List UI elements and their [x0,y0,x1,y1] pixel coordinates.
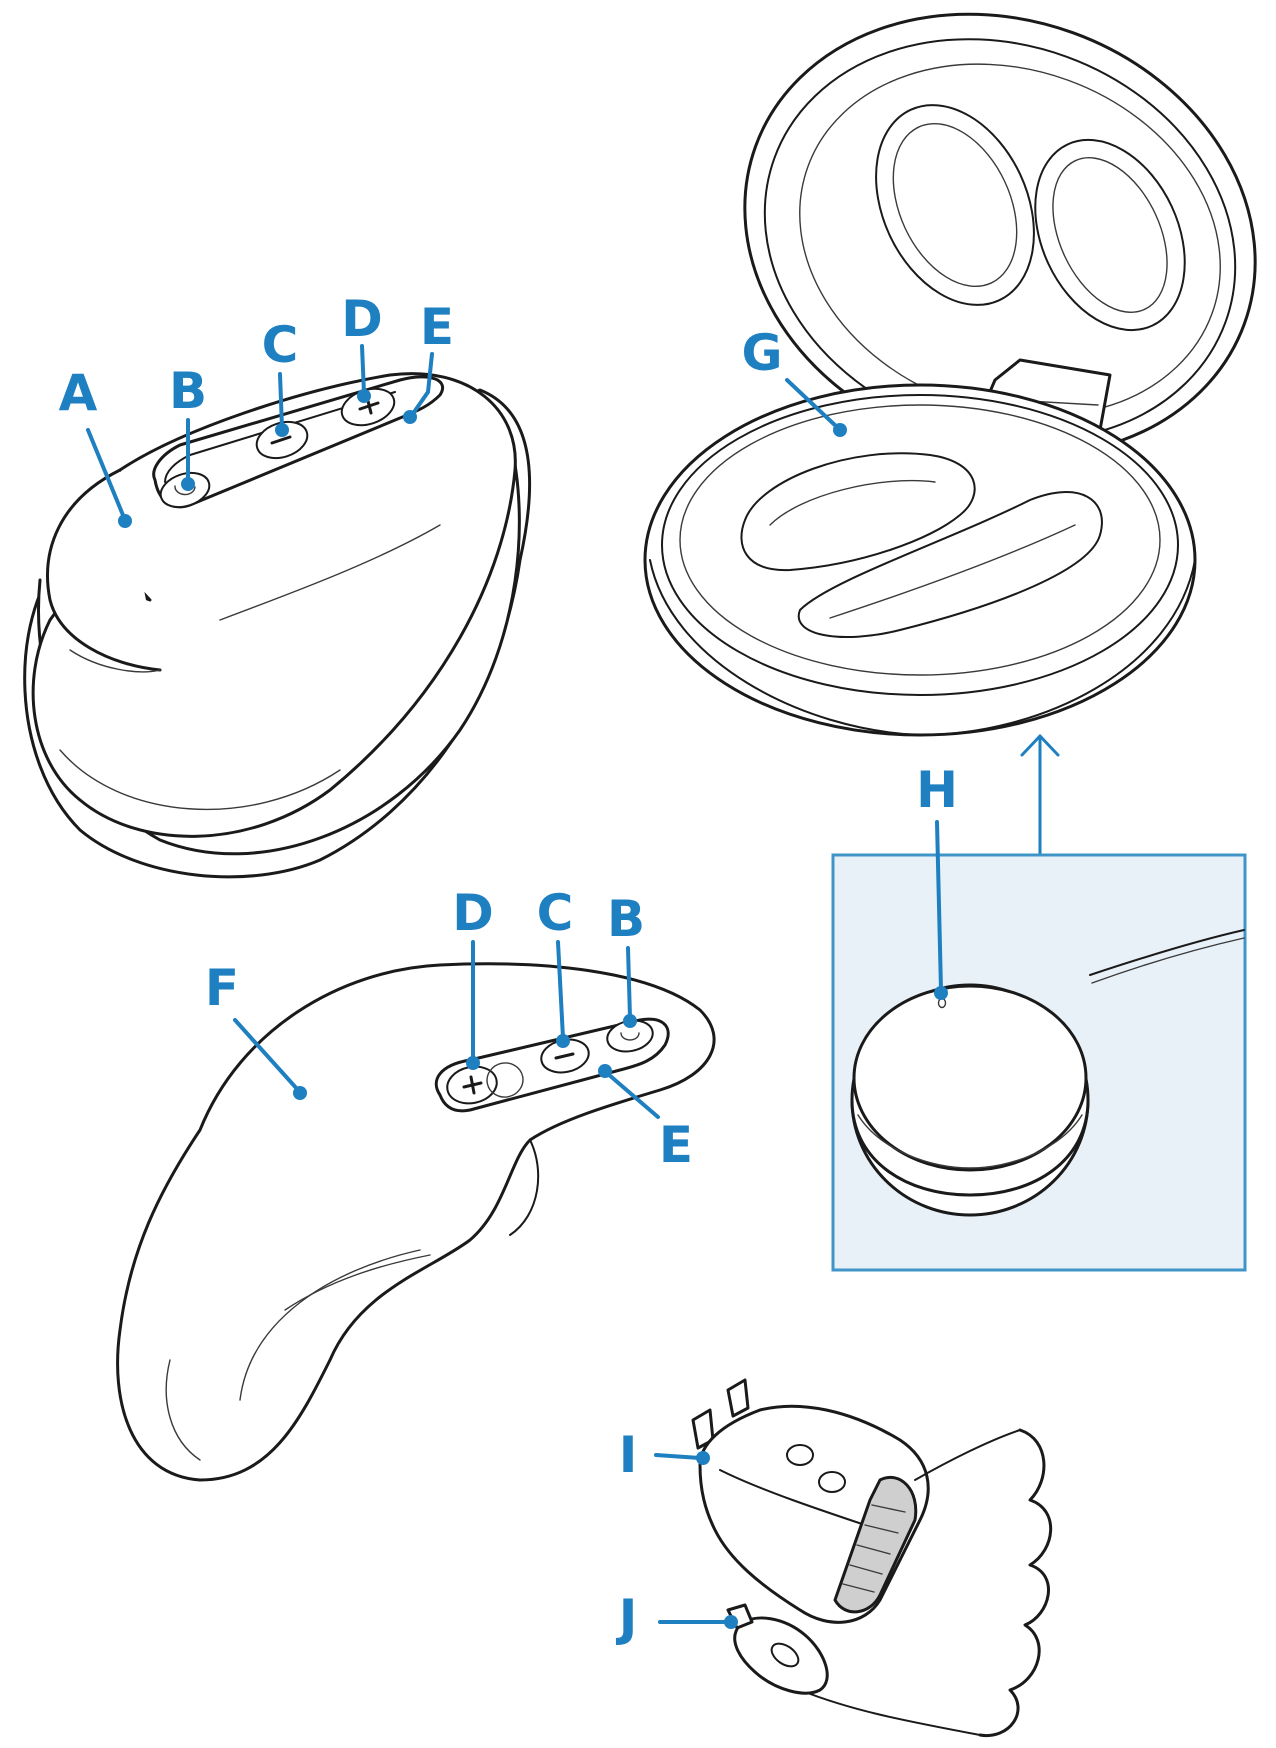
leader-dot-f [293,1086,307,1100]
label-j: J [616,1589,638,1647]
leader-line-i [656,1455,700,1458]
label-j-group: J [616,1589,738,1647]
device-f-illustration [118,964,715,1480]
leader-dot-c-top [275,423,289,437]
device-a-illustration [25,374,530,877]
leader-dot-b-bottom [623,1014,637,1028]
label-b-top: B [169,362,207,420]
leader-dot-e-top [403,410,417,424]
label-b-bottom: B [607,890,645,948]
label-e-bottom: E [659,1116,693,1174]
charging-pad-inset [833,855,1245,1270]
leader-dot-e-bottom [598,1064,612,1078]
label-a: A [59,364,98,422]
label-e-top: E [420,298,454,356]
label-g: G [741,324,782,382]
label-d-top: D [341,290,383,348]
leader-dot-j [724,1615,738,1629]
label-f: F [205,959,239,1017]
leader-dot-i [696,1451,710,1465]
label-h: H [916,761,958,819]
label-i: I [619,1426,638,1484]
leader-line-b-bottom [628,948,630,1018]
leader-line-d-top [362,346,364,393]
leader-dot-c-bottom [556,1034,570,1048]
label-d-bottom: D [452,884,494,942]
arrow-up-icon [1022,736,1058,855]
leader-dot-h [934,986,948,1000]
leader-dot-a [118,514,132,528]
leader-dot-g [833,423,847,437]
label-c-top: C [262,316,299,374]
case-g-illustration [645,0,1276,735]
leader-line-c-top [280,374,282,428]
leader-dot-d-top [357,389,371,403]
leader-dot-d-bottom [466,1056,480,1070]
leader-dot-b-top [181,477,195,491]
label-c-bottom: C [537,884,574,942]
power-adapter-illustration [693,1380,1051,1736]
